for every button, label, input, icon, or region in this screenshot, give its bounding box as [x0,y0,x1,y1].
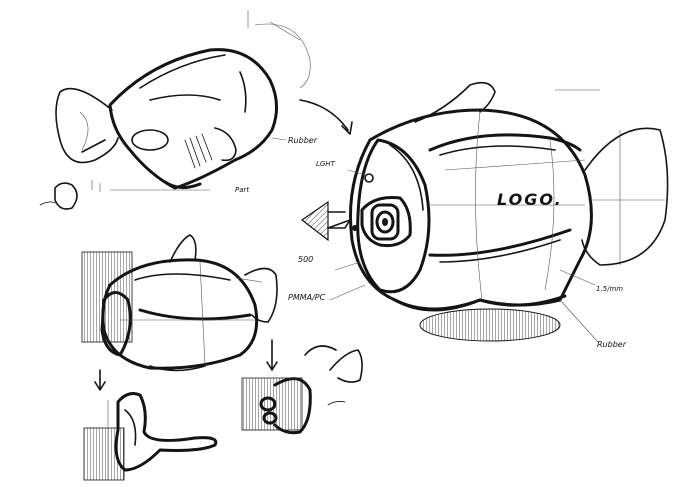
rear-view-sketch: Rubber Part [39,10,318,210]
flow-arrowhead-main [341,121,353,135]
rubber-label-top: Rubber [288,136,318,145]
clip-detail-sketch [241,345,363,435]
material-label: PMMA/PC [288,293,326,302]
triangle-hatch-symbol [300,200,351,242]
part-label: Part [235,186,249,194]
flow-arrow-main [299,99,349,131]
wall-mount-sketch [83,392,218,481]
down-arrow-middle [266,339,278,371]
light-indicator [364,173,374,183]
light-label: LGHT [316,160,336,168]
main-view-sketch: LOGO. [329,81,669,343]
front-view-sketch [81,234,278,372]
rubber-label-bottom: Rubber [597,340,627,349]
dimension-label: 1.5/mm [596,285,623,293]
down-arrow-left [94,369,106,391]
size-label: 500 [298,255,313,264]
camera-lens [370,203,400,241]
logo-text: LOGO. [497,190,563,209]
